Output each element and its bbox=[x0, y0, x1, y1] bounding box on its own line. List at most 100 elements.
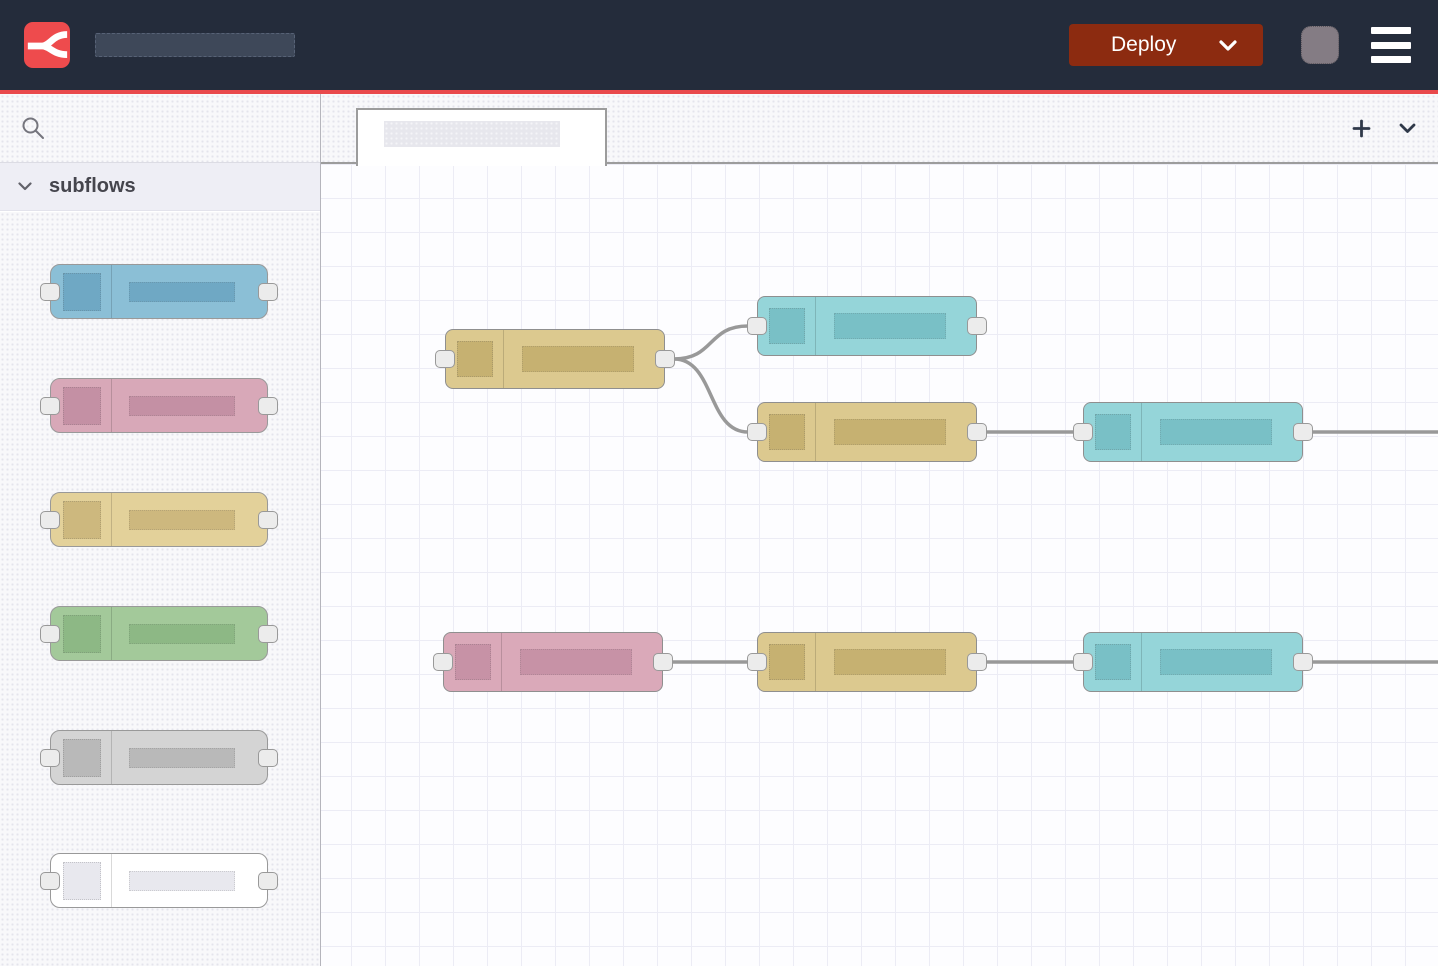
flow-tab-label-placeholder bbox=[384, 121, 560, 147]
node-icon-placeholder bbox=[1095, 414, 1131, 450]
palette-node-pink[interactable] bbox=[40, 378, 278, 433]
node-label-placeholder bbox=[129, 747, 235, 768]
input-port[interactable] bbox=[40, 871, 60, 890]
user-avatar[interactable] bbox=[1301, 26, 1339, 64]
output-port[interactable] bbox=[653, 653, 673, 671]
palette-category-label: subflows bbox=[49, 175, 136, 197]
wire[interactable] bbox=[672, 324, 750, 361]
output-port[interactable] bbox=[258, 871, 278, 890]
palette-category-subflows[interactable]: subflows bbox=[0, 162, 320, 211]
input-port[interactable] bbox=[40, 748, 60, 767]
flow-node-yellow[interactable] bbox=[435, 329, 675, 389]
palette-node-gray[interactable] bbox=[40, 730, 278, 785]
node-icon-placeholder bbox=[769, 644, 805, 680]
node-icon-placeholder bbox=[769, 414, 805, 450]
input-port[interactable] bbox=[40, 510, 60, 529]
node-divider bbox=[815, 633, 816, 691]
node-divider bbox=[111, 379, 112, 432]
node-divider bbox=[111, 731, 112, 784]
node-icon-placeholder bbox=[63, 272, 101, 311]
main-area: subflows bbox=[0, 94, 1438, 966]
node-icon-placeholder bbox=[63, 614, 101, 653]
tab-list-button[interactable] bbox=[1399, 123, 1416, 134]
header-bar: Deploy bbox=[0, 0, 1438, 90]
flow-node-teal[interactable] bbox=[1073, 402, 1313, 462]
flow-node-pink[interactable] bbox=[433, 632, 673, 692]
output-port[interactable] bbox=[655, 350, 675, 368]
output-port[interactable] bbox=[1293, 423, 1313, 441]
node-divider bbox=[1141, 633, 1142, 691]
node-label-placeholder bbox=[129, 509, 235, 530]
palette-node-yellow[interactable] bbox=[40, 492, 278, 547]
menu-bar bbox=[1371, 41, 1411, 49]
flow-node-yellow[interactable] bbox=[747, 632, 987, 692]
node-divider bbox=[111, 607, 112, 660]
node-icon-placeholder bbox=[63, 861, 101, 900]
input-port[interactable] bbox=[433, 653, 453, 671]
node-red-fork-icon bbox=[27, 31, 68, 58]
node-divider bbox=[501, 633, 502, 691]
node-divider bbox=[111, 265, 112, 318]
node-label-placeholder bbox=[522, 346, 634, 372]
node-divider bbox=[1141, 403, 1142, 461]
tab-bar-actions bbox=[1352, 94, 1416, 162]
flow-canvas[interactable] bbox=[321, 164, 1438, 966]
workspace bbox=[321, 94, 1438, 966]
plus-icon bbox=[1352, 119, 1371, 137]
input-port[interactable] bbox=[40, 624, 60, 643]
output-port[interactable] bbox=[967, 423, 987, 441]
chevron-down-icon bbox=[1399, 123, 1416, 133]
output-port[interactable] bbox=[258, 748, 278, 767]
output-port[interactable] bbox=[1293, 653, 1313, 671]
node-icon-placeholder bbox=[63, 386, 101, 425]
add-flow-button[interactable] bbox=[1352, 119, 1371, 138]
output-port[interactable] bbox=[258, 282, 278, 301]
search-icon bbox=[22, 117, 44, 139]
input-port[interactable] bbox=[40, 396, 60, 415]
node-label-placeholder bbox=[129, 623, 235, 644]
flow-node-teal[interactable] bbox=[747, 296, 987, 356]
input-port[interactable] bbox=[1073, 653, 1093, 671]
menu-bar bbox=[1371, 27, 1411, 34]
chevron-down-icon bbox=[1219, 39, 1237, 51]
output-port[interactable] bbox=[258, 510, 278, 529]
chevron-down-icon bbox=[18, 182, 32, 191]
input-port[interactable] bbox=[1073, 423, 1093, 441]
node-label-placeholder bbox=[129, 281, 235, 302]
palette-search[interactable] bbox=[0, 94, 320, 162]
input-port[interactable] bbox=[747, 653, 767, 671]
node-label-placeholder bbox=[834, 419, 946, 445]
app-logo[interactable] bbox=[24, 22, 70, 68]
node-divider bbox=[111, 493, 112, 546]
flow-node-yellow[interactable] bbox=[747, 402, 987, 462]
node-label-placeholder bbox=[129, 870, 235, 891]
node-divider bbox=[111, 854, 112, 907]
input-port[interactable] bbox=[747, 423, 767, 441]
node-icon-placeholder bbox=[769, 308, 805, 344]
output-port[interactable] bbox=[967, 653, 987, 671]
node-divider bbox=[815, 297, 816, 355]
node-icon-placeholder bbox=[455, 644, 491, 680]
output-port[interactable] bbox=[967, 317, 987, 335]
menu-icon[interactable] bbox=[1371, 27, 1411, 63]
menu-bar bbox=[1371, 56, 1411, 63]
node-label-placeholder bbox=[834, 313, 946, 339]
deploy-button[interactable]: Deploy bbox=[1069, 24, 1263, 66]
palette-node-green[interactable] bbox=[40, 606, 278, 661]
input-port[interactable] bbox=[40, 282, 60, 301]
flow-node-teal[interactable] bbox=[1073, 632, 1313, 692]
palette-node-blue[interactable] bbox=[40, 264, 278, 319]
output-port[interactable] bbox=[258, 396, 278, 415]
input-port[interactable] bbox=[435, 350, 455, 368]
node-divider bbox=[815, 403, 816, 461]
palette-sidebar: subflows bbox=[0, 94, 321, 966]
flow-tab[interactable] bbox=[356, 108, 607, 166]
wire[interactable] bbox=[672, 357, 750, 434]
node-label-placeholder bbox=[1160, 419, 1272, 445]
input-port[interactable] bbox=[747, 317, 767, 335]
node-label-placeholder bbox=[129, 395, 235, 416]
output-port[interactable] bbox=[258, 624, 278, 643]
node-label-placeholder bbox=[834, 649, 946, 675]
palette-node-white[interactable] bbox=[40, 853, 278, 908]
deploy-label: Deploy bbox=[1111, 33, 1177, 56]
